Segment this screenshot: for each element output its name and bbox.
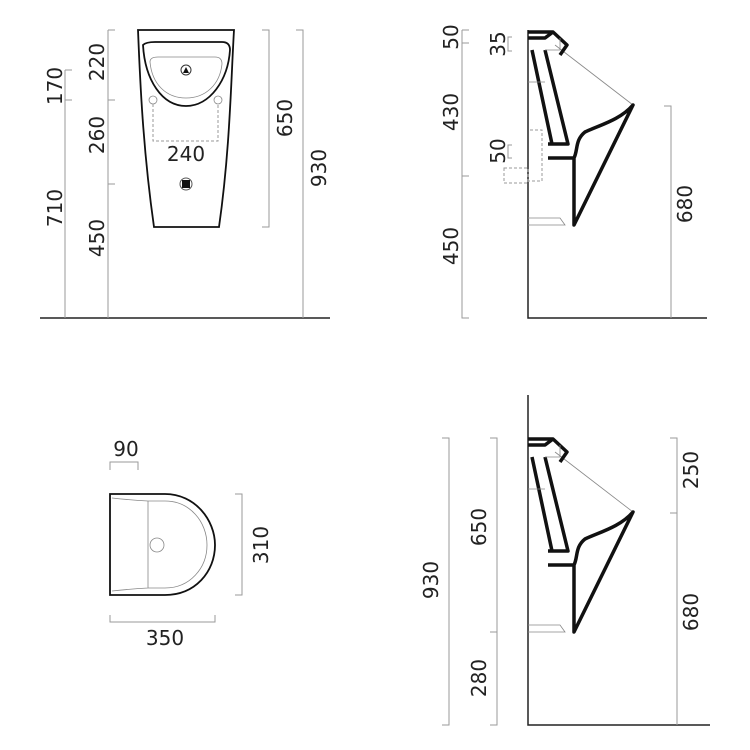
- dim-450: 450: [85, 219, 109, 257]
- urinal-side-profile: [526, 437, 635, 634]
- dim-line-50-430-450: [461, 29, 469, 319]
- wall-and-floor: [527, 395, 710, 726]
- dim-line-650-280: [490, 437, 498, 726]
- dim-35: 35: [486, 31, 510, 56]
- urinal-side-profile: [526, 30, 635, 227]
- bowl-plan-rim: [148, 500, 208, 589]
- dim-line-680: [664, 105, 672, 318]
- dim-680: 680: [679, 593, 703, 631]
- dim-220: 220: [85, 43, 109, 81]
- dim-260: 260: [85, 116, 109, 154]
- side-view-top: 50 35 430 50 450 680: [439, 24, 707, 319]
- waste-connection-outline: [503, 129, 543, 184]
- dim-line-220-260-450: [107, 29, 115, 318]
- drain-circle: [149, 537, 165, 553]
- dim-650: 650: [467, 508, 491, 546]
- dim-450: 450: [439, 227, 463, 265]
- inlet-triangle-icon: [183, 67, 189, 73]
- dim-50-top: 50: [439, 24, 463, 49]
- dim-170: 170: [43, 67, 67, 105]
- dim-line-650: [262, 29, 270, 228]
- dim-line-310: [235, 493, 243, 596]
- urinal-plan-body: [109, 493, 216, 596]
- dim-280: 280: [467, 659, 491, 697]
- wall-and-floor: [527, 30, 707, 319]
- dim-line-170-710: [64, 69, 72, 318]
- dim-310: 310: [249, 526, 273, 564]
- side-view-bottom: 930 650 280 250 680: [419, 395, 710, 726]
- dim-line-35-50: [507, 36, 512, 159]
- outlet-square-icon: [182, 180, 190, 188]
- bowl-inner: [149, 56, 223, 99]
- dim-90: 90: [113, 437, 138, 461]
- fixing-outline: [152, 104, 219, 142]
- dim-line-350: [109, 615, 216, 623]
- dim-250: 250: [679, 451, 703, 489]
- dim-line-930: [296, 29, 304, 318]
- dim-930: 930: [419, 561, 443, 599]
- dim-line-90: [109, 461, 139, 470]
- dim-line-250-680: [670, 437, 678, 725]
- dim-350: 350: [146, 626, 184, 650]
- plan-inner-lines: [111, 497, 149, 592]
- dim-680: 680: [673, 185, 697, 223]
- dim-710: 710: [43, 189, 67, 227]
- dim-50-outlet: 50: [486, 138, 510, 163]
- front-view: 170 710 220 260 450 240 650 930: [40, 29, 331, 319]
- dim-930: 930: [307, 149, 331, 187]
- dim-650: 650: [273, 99, 297, 137]
- plan-view: 90 310 350: [109, 437, 273, 650]
- dim-line-930: [442, 437, 450, 726]
- dim-430: 430: [439, 93, 463, 131]
- fixing-hole-right: [213, 95, 223, 105]
- dim-240: 240: [167, 142, 205, 166]
